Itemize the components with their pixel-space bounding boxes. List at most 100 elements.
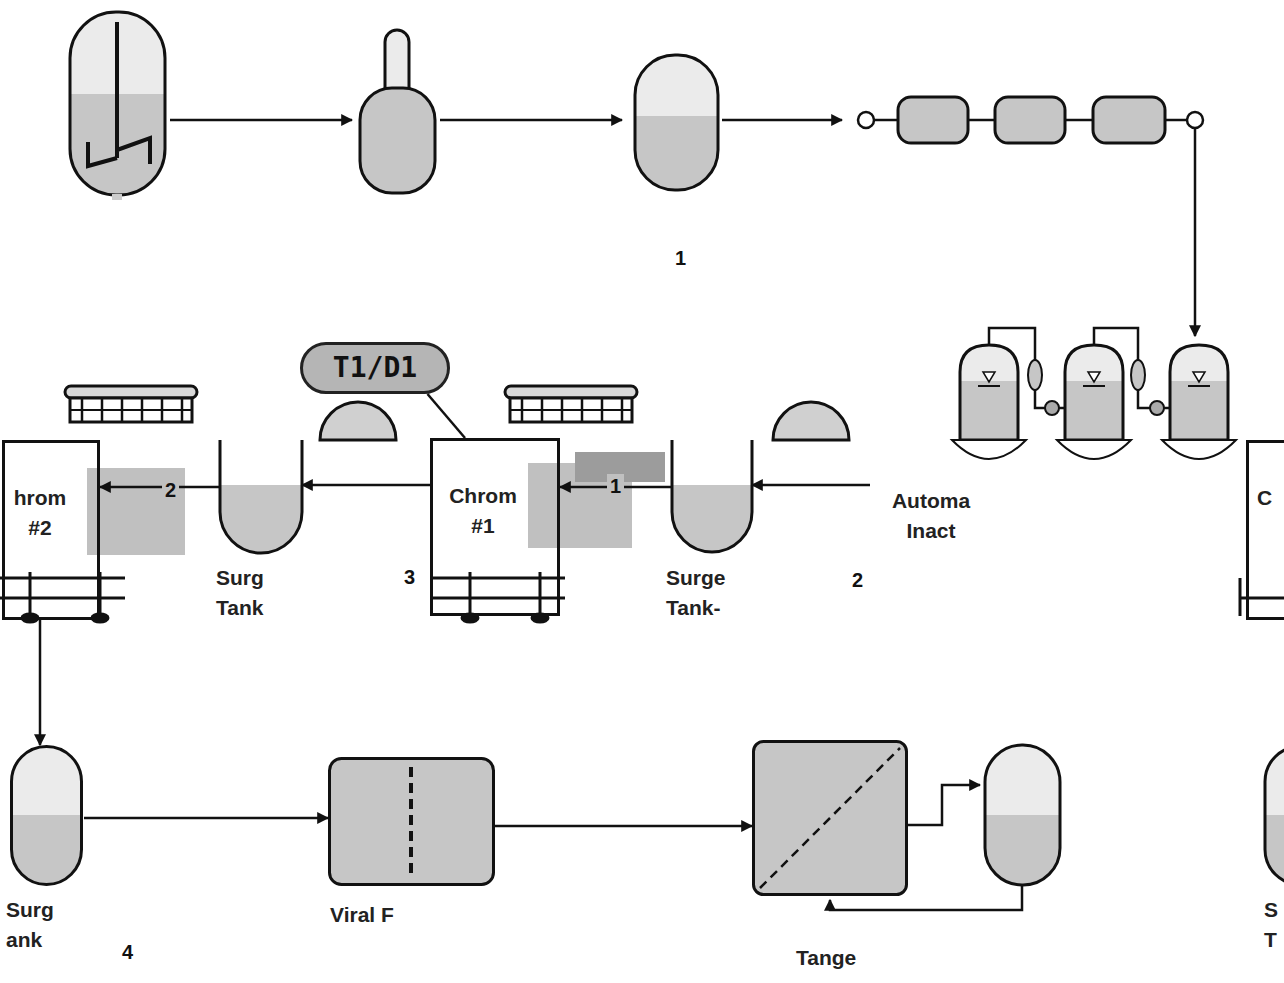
chromatography-skid-frame [70,409,192,411]
filter-train [858,112,874,128]
domes [773,402,849,440]
holding-tank [635,55,718,190]
flow-connector [100,486,220,489]
chromatography-skid-frame [430,597,565,600]
node-outline [752,740,908,897]
node-label: C [1257,483,1281,513]
chromatography-skid-frame [0,386,1284,622]
node-outline [672,440,752,552]
chromatography-skid: C [1246,440,1284,620]
node-label: Surg Tank [216,563,300,623]
node-outline [1262,745,1284,887]
tangential-filter: Tange [752,740,908,975]
node-outline [409,767,413,877]
chromatography-skid-frame [510,398,632,422]
callout-number: 3 [401,565,418,589]
step-tag: T1/D1 [300,342,450,394]
node-label: S T [1264,895,1282,955]
inactivation-tanks [978,385,1210,387]
inactivation-tanks [960,345,1018,440]
chromatography-skid: Chrom #1 [430,438,560,616]
filter-train [1187,112,1203,128]
bioreactor [88,22,150,166]
callout-number: 4 [119,940,136,964]
inactivation-tanks [989,328,1065,408]
node-outline [10,745,84,887]
surge-tank: S T [1262,745,1284,950]
node-outline [330,759,494,885]
recirculation-loop [985,745,1060,885]
inactivation-tanks [1150,401,1164,415]
flow-connector [39,620,42,745]
flow-arrow [170,119,352,122]
bioreactor [70,12,165,200]
chromatography-skid-frame [0,577,125,580]
chromatography-skid-frame [430,577,565,580]
filter-train [968,119,995,122]
node-outline [760,748,900,888]
surge-tank: Surg Tank [220,440,302,622]
inactivation-unit: Automa Inact [870,340,1255,552]
node-outline [12,747,82,885]
redaction-patch [87,468,185,555]
top-row [70,12,1203,336]
filter-train [1194,128,1197,336]
bioreactor [70,12,165,195]
flow-arrow [440,119,622,122]
flow-connector [752,484,870,487]
chromatography-skid: hrom #2 [2,440,100,620]
chromatography-skid-frame [1239,578,1242,616]
node-outline [1265,747,1284,885]
inactivation-tanks [1028,360,1042,390]
chromatography-skid-frame [65,386,197,398]
node-outline [328,757,495,887]
domes [320,402,396,440]
filter-train [995,97,1065,143]
callout-number: 1 [672,246,689,270]
callout-number: 2 [162,478,179,502]
inactivation-tanks [952,328,1236,459]
node-label: Surge Tank- [666,563,750,623]
node-outline [754,742,907,895]
node-label: Surg ank [6,895,68,955]
surge-tank: Surge Tank- [672,440,752,622]
node-label: Viral F [330,900,490,930]
filter-train [858,97,1203,336]
viral-filter: Viral F [328,757,495,932]
node-outline [220,440,302,553]
chromatography-skid-frame [70,398,192,422]
node-label: T1/D1 [303,345,447,391]
flow-connector [428,394,466,438]
chromatography-skid-frame [539,572,542,616]
inactivation-tanks [1094,328,1170,408]
redaction-patch [87,452,665,555]
inactivation-tanks [1170,345,1228,440]
node-outline [672,440,752,560]
chromatography-skid-frame [469,572,472,616]
node-label: hrom #2 [9,483,71,543]
filter-train [898,97,968,143]
inactivation-tanks [1045,401,1059,415]
node-label: Tange [796,943,906,973]
node-label: Chrom #1 [437,481,529,541]
inactivation-tanks [1065,345,1123,440]
centrifuge [360,30,435,193]
chromatography-skid-frame [29,572,32,616]
flow-connector [84,817,328,820]
filter-train [1165,119,1187,122]
bioreactor [112,194,122,200]
filter-train [874,119,898,122]
node-outline [220,440,302,560]
chromatography-skid-frame [0,597,125,600]
flow-connector [495,825,752,828]
callout-number: 1 [607,474,624,498]
filter-train [1093,97,1165,143]
flow-arrow [722,119,842,122]
flow-connector [302,484,430,487]
inactivation-tanks [983,372,1205,382]
filter-train [1065,119,1093,122]
chromatography-skid-frame [505,386,637,398]
